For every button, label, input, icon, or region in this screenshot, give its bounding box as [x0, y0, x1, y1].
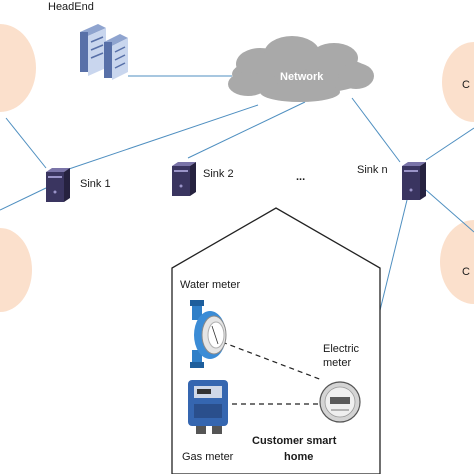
- cloud-icon: [228, 36, 374, 102]
- sink-2-icon: [172, 162, 196, 196]
- sink-1-icon: [46, 168, 70, 202]
- cluster-right-bottom: [440, 220, 474, 304]
- cluster-right-top: [442, 42, 474, 122]
- cluster-right-top-label: C: [462, 79, 470, 91]
- water-meter-icon: [190, 300, 227, 368]
- home-label-line2: home: [284, 451, 313, 463]
- cluster-left-top: [0, 24, 36, 112]
- gas-meter-label: Gas meter: [182, 451, 234, 463]
- sink-1-label: Sink 1: [80, 178, 111, 190]
- ellipsis-label: ...: [296, 171, 305, 183]
- sink-2-label: Sink 2: [203, 168, 234, 180]
- electric-meter-label-line2: meter: [323, 357, 351, 369]
- sink-n-icon: [402, 162, 426, 200]
- cluster-right-bottom-label: C: [462, 266, 470, 278]
- sink-n-label: Sink n: [357, 164, 388, 176]
- electric-meter-label-line1: Electric: [323, 343, 360, 355]
- gas-meter-icon: [188, 380, 228, 434]
- network-label: Network: [280, 71, 324, 83]
- server-rack-icon: [80, 24, 128, 80]
- cluster-left-bottom: [0, 228, 32, 312]
- network-links: [0, 75, 474, 393]
- water-meter-label: Water meter: [180, 279, 240, 291]
- home-label-line1: Customer smart: [252, 435, 337, 447]
- electric-meter-icon: [319, 381, 361, 423]
- headend-label: HeadEnd: [48, 1, 94, 13]
